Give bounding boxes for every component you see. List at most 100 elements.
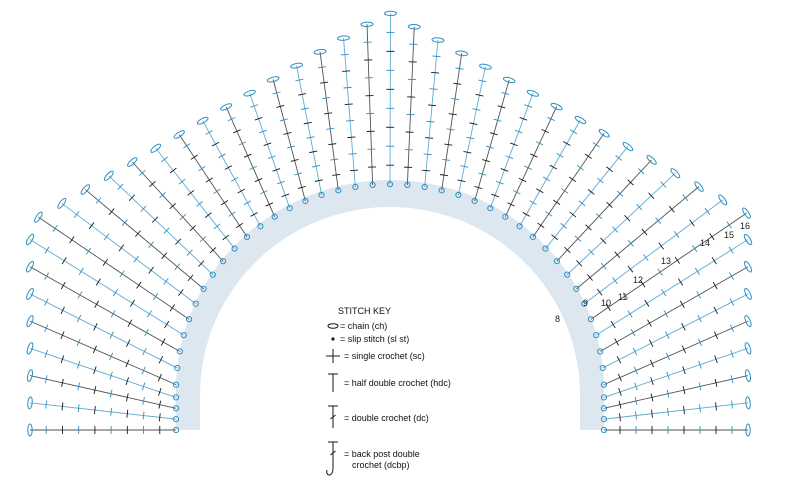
stitch-line	[603, 402, 749, 420]
stitch-tick	[249, 165, 257, 170]
stitch-tick	[148, 241, 154, 249]
stitch-tick	[698, 360, 702, 369]
stitch-tick	[666, 371, 670, 380]
stitch-tick	[160, 338, 166, 346]
stitch-tick	[76, 338, 81, 347]
stitch-tick	[144, 328, 149, 337]
chain-stitch	[407, 24, 421, 30]
stitch-tick	[529, 200, 537, 205]
stitch-tick	[681, 323, 686, 331]
stitch-tick	[175, 238, 182, 245]
stitch-tick	[522, 212, 531, 217]
stitch-tick	[342, 70, 351, 72]
stitch-tick	[637, 168, 645, 175]
stitch-tick	[227, 117, 236, 122]
stitch-tick	[658, 242, 664, 250]
chain-stitch	[25, 260, 35, 273]
chain-stitch	[26, 315, 34, 328]
back-post-loop	[172, 426, 180, 434]
stitch-line	[532, 133, 605, 238]
stitch-tick	[318, 66, 327, 69]
chain-stitch	[694, 181, 704, 192]
stitch-line	[366, 24, 374, 185]
back-post-loop	[516, 223, 523, 230]
stitch-tick	[187, 274, 194, 282]
stitch-tick	[77, 404, 80, 413]
stitch-tick	[474, 185, 483, 190]
back-post-loop	[172, 405, 180, 412]
stitch-tick	[344, 103, 353, 105]
stitch-key-chain: = chain (ch)	[340, 321, 387, 331]
stitch-tick	[667, 407, 669, 416]
stitch-tick	[237, 188, 245, 194]
stitch-line	[603, 320, 749, 386]
stitch-tick	[569, 129, 578, 135]
back-post-loop	[587, 316, 595, 323]
stitch-tick	[60, 331, 65, 340]
stitch-tick	[330, 158, 339, 161]
stitch-tick	[169, 167, 177, 174]
stitch-line	[178, 134, 248, 238]
chain-stitch	[290, 62, 303, 69]
stitch-tick	[213, 188, 221, 194]
stitch-tick	[679, 300, 685, 309]
stitch-tick	[624, 215, 631, 222]
stitch-tick	[651, 409, 653, 418]
stitch-tick	[585, 224, 592, 231]
stitch-tick	[222, 234, 230, 241]
chain-stitch	[27, 396, 33, 410]
stitch-tick	[61, 402, 64, 411]
stitch-tick	[692, 244, 698, 253]
stitch-tick	[569, 211, 577, 218]
stitch-tick	[265, 202, 274, 207]
chain-stitch	[26, 342, 34, 355]
back-post-loop	[271, 213, 278, 220]
stitch-key-half-double-crochet: = half double crochet (hdc)	[344, 378, 451, 388]
stitch-tick	[429, 88, 438, 90]
neckline-band	[176, 180, 604, 430]
stitch-line	[29, 375, 177, 409]
back-post-loop	[352, 183, 359, 191]
stitch-tick	[187, 189, 195, 196]
chain-stitch	[25, 233, 35, 246]
stitch-tick	[578, 200, 586, 207]
stitch-line	[504, 106, 558, 217]
back-post-loop	[599, 364, 606, 372]
row-label-9: 9	[583, 298, 588, 308]
stitch-tick	[630, 328, 636, 337]
stitch-tick	[163, 277, 169, 285]
stitch-tick	[501, 91, 510, 95]
chain-stitch	[622, 141, 634, 152]
row-label-10: 10	[601, 298, 611, 308]
stitch-tick	[44, 272, 50, 280]
stitch-tick	[432, 55, 441, 58]
stitch-tick	[118, 244, 125, 252]
back-post-loop	[243, 233, 251, 240]
chain-stitch	[744, 287, 752, 300]
back-post-loop	[180, 332, 187, 339]
stitch-tick	[140, 205, 147, 212]
stitch-tick	[218, 153, 226, 159]
stitch-tick	[45, 400, 48, 409]
stitch-tick	[472, 108, 481, 111]
back-post-loop	[318, 191, 325, 199]
stitch-tick	[627, 240, 634, 247]
chain-stitch	[479, 63, 492, 70]
row-label-11: 11	[618, 292, 627, 302]
stitch-tick	[102, 258, 108, 267]
stitch-tick	[469, 122, 478, 125]
back-post-loop	[600, 381, 608, 388]
stitch-tick	[678, 278, 684, 286]
stitch-tick	[704, 207, 711, 215]
stitch-tick	[524, 104, 533, 108]
stitch-tick	[92, 345, 97, 354]
back-post-loop	[564, 271, 571, 278]
stitch-tick	[312, 165, 321, 168]
stitch-tick	[491, 193, 499, 198]
stitch-tick	[300, 107, 309, 110]
stitch-tick	[109, 371, 113, 380]
stitch-tick	[728, 246, 734, 254]
stitch-tick	[61, 378, 64, 387]
stitch-tick	[636, 203, 643, 211]
stitch-line	[225, 106, 276, 217]
